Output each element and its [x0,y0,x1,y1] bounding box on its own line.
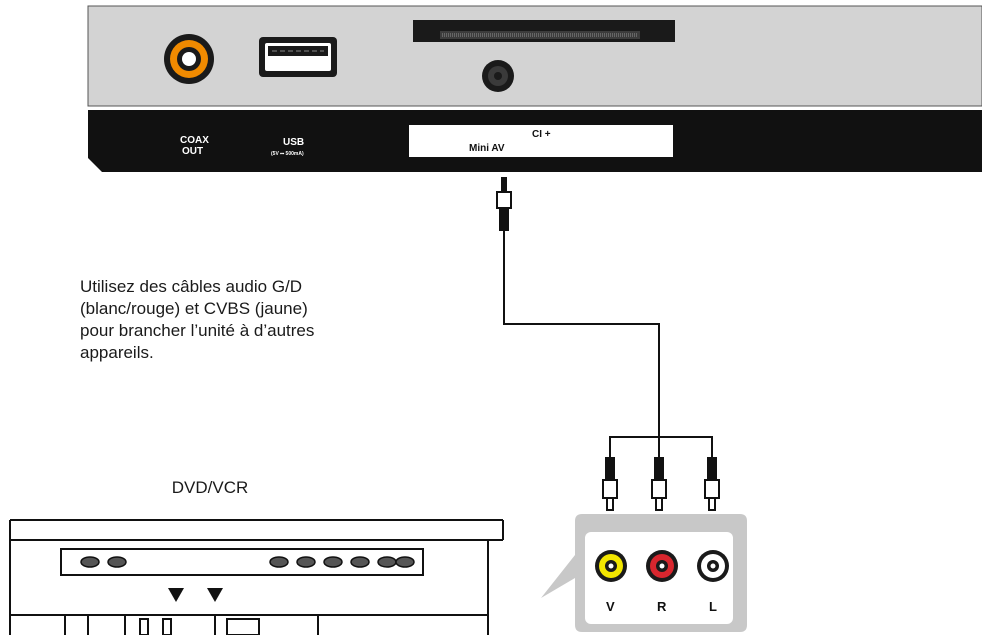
rca-label-l: L [709,599,717,614]
usb-label: USB [283,137,304,148]
instruction-text: Utilisez des câbles audio G/D (blanc/rou… [80,276,410,364]
instruction-line-3: pour brancher l’unité à d’autres [80,321,315,340]
coax-label-line1: COAX [180,135,209,146]
av-cable [503,230,660,437]
ci-label-box [409,125,673,157]
coax-out-jack [164,34,214,84]
dvd-vcr-device [9,519,504,635]
rca-label-v: V [606,599,615,614]
rca-plug-right [704,457,720,511]
rca-callout: V R L [541,514,747,632]
rca-label-r: R [657,599,667,614]
mini-av-jack [482,60,514,92]
dvd-buttons [80,556,415,568]
rca-plug-center [651,457,667,511]
usb-sublabel: (5V ⎓ 500mA) [271,151,304,157]
ci-label: CI + [532,129,551,140]
rca-jack-right [646,550,678,582]
ci-slot [413,20,675,42]
dvd-vcr-title: DVD/VCR [171,478,249,497]
coax-label-line2: OUT [182,146,203,157]
dvd-arrow-icons [168,588,223,602]
rca-jack-video [595,550,627,582]
instruction-line-1: Utilisez des câbles audio G/D [80,277,303,296]
tv-rear-panel: COAX OUT USB (5V ⎓ 500mA) CI + Mini AV [87,5,982,172]
usb-port [259,37,337,77]
rca-plug-left [602,457,618,511]
mini-av-label: Mini AV [469,143,505,154]
mini-av-plug [496,177,512,231]
rca-jack-left [697,550,729,582]
instruction-line-4: appareils. [80,343,154,362]
instruction-line-2: (blanc/rouge) et CVBS (jaune) [80,299,308,318]
av-cable-split [609,436,713,468]
